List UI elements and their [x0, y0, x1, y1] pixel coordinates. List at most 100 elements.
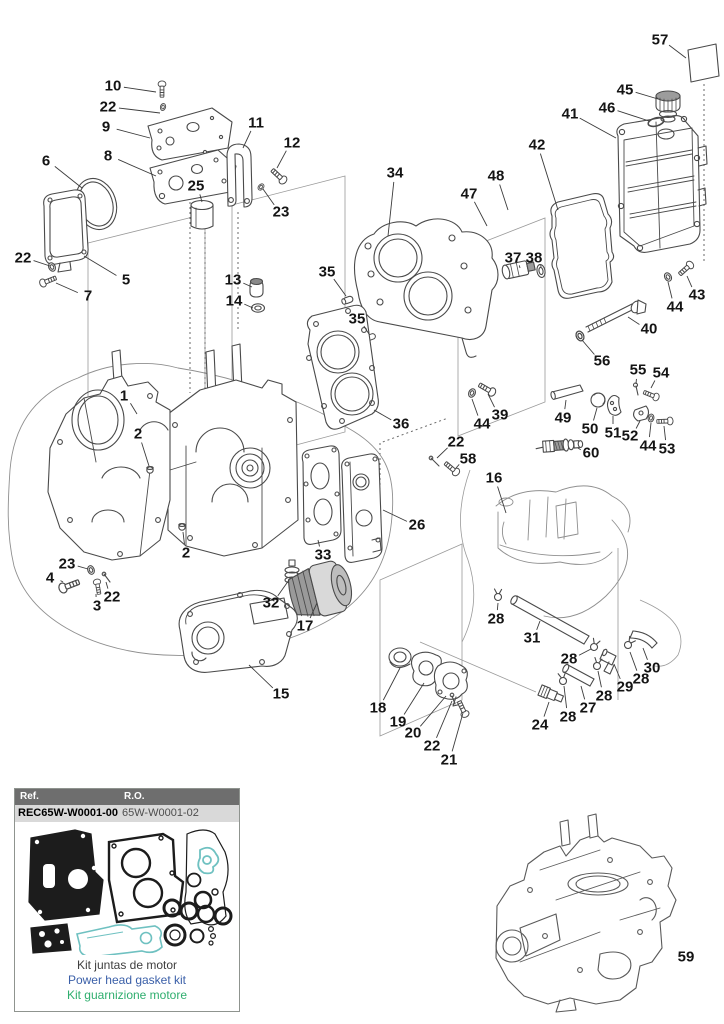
part-crankcase-half-1 [47, 349, 171, 561]
part-label-sticker-57 [687, 43, 720, 83]
part-number-16: 16 [486, 470, 503, 487]
part-number-28: 28 [596, 688, 613, 705]
callout-leader-34 [387, 181, 395, 237]
part-number-2: 2 [134, 426, 142, 443]
callout-leader-2 [182, 531, 185, 545]
part-clamp-28-e [557, 671, 568, 686]
part-number-28: 28 [488, 611, 505, 628]
part-number-40: 40 [641, 321, 658, 338]
kit-oring-set [162, 898, 233, 947]
part-number-28: 28 [560, 709, 577, 726]
kit-table-header: Ref. R.O. [15, 789, 239, 805]
callout-leader-27 [580, 685, 586, 700]
part-bolt-39 [476, 380, 498, 399]
part-number-10: 10 [105, 78, 122, 95]
part-valve-cover-41 [616, 115, 708, 253]
callout-leader-22 [436, 447, 448, 459]
part-number-51: 51 [605, 425, 622, 442]
part-number-1: 1 [120, 388, 128, 405]
callout-leader-53 [663, 425, 667, 441]
part-number-37: 37 [505, 250, 522, 267]
dotted-alignment-lines [189, 84, 705, 495]
part-number-15: 15 [273, 686, 290, 703]
kit-caption-italian: Kit guarnizione motore [66, 988, 188, 1002]
callout-leader-8 [117, 159, 157, 177]
part-number-44: 44 [667, 299, 684, 316]
part-number-14: 14 [226, 293, 243, 310]
part-number-54: 54 [653, 365, 670, 382]
callout-leader-35 [363, 325, 370, 335]
part-dowel-2-upper [146, 466, 154, 474]
callout-leader-29 [613, 663, 621, 680]
callout-leader-31 [536, 620, 541, 631]
callout-leader-7 [55, 282, 78, 294]
part-number-60: 60 [583, 445, 600, 462]
part-hose-31 [510, 595, 590, 645]
callout-leader-44 [471, 398, 479, 416]
part-number-48: 48 [488, 168, 505, 185]
callout-leader-16 [497, 486, 507, 514]
part-number-22: 22 [15, 250, 32, 267]
callout-leader-6 [54, 166, 83, 189]
part-number-5: 5 [122, 272, 130, 289]
part-number-17: 17 [297, 618, 314, 635]
callout-leader-50 [593, 407, 598, 421]
callout-leader-40 [627, 316, 640, 325]
part-bolt-3 [92, 578, 104, 596]
part-seal-38 [536, 264, 546, 278]
callout-leader-28 [597, 670, 602, 688]
callout-leader-23 [262, 188, 275, 206]
callout-leader-26 [382, 509, 408, 522]
callout-leader-30 [642, 647, 648, 660]
part-number-58: 58 [460, 451, 477, 468]
part-head-gasket-36 [306, 304, 379, 430]
part-number-8: 8 [104, 148, 112, 165]
callout-leader-47 [473, 201, 488, 227]
part-pin-22-bottom [449, 692, 456, 705]
part-number-31: 31 [524, 630, 541, 647]
callout-leader-28 [578, 648, 592, 656]
callout-leader-46 [617, 110, 650, 122]
part-spark-plug-60 [535, 438, 584, 453]
part-number-56: 56 [594, 353, 611, 370]
part-number-22: 22 [448, 434, 465, 451]
kit-small-plate-black [30, 923, 72, 954]
part-cylinder-head-34 [354, 218, 499, 358]
part-bolt-12 [268, 166, 290, 187]
part-bolt-4 [56, 576, 82, 595]
part-number-26: 26 [409, 517, 426, 534]
part-bolt-10 [157, 80, 167, 98]
part-bracket-sketch-16 [495, 485, 631, 619]
callout-leader-22 [105, 581, 109, 589]
callout-leader-56 [581, 339, 595, 355]
part-washer-22-top [159, 102, 167, 112]
part-number-55: 55 [630, 362, 647, 379]
part-pin-22-center [428, 455, 440, 467]
part-cover-gasket-42 [549, 193, 615, 299]
part-number-50: 50 [582, 421, 599, 438]
part-bolt-21 [454, 699, 471, 720]
part-number-13: 13 [225, 272, 242, 289]
callout-leader-28 [563, 685, 568, 709]
part-number-21: 21 [441, 752, 458, 769]
callout-leader-39 [487, 393, 495, 408]
part-number-3: 3 [93, 598, 101, 615]
part-cover-5 [43, 189, 89, 273]
part-number-57: 57 [652, 32, 669, 49]
gasket-kit-panel: Ref. R.O. REC65W-W0001-00 65W-W0001-02 [14, 788, 240, 1012]
kit-head-gasket [107, 832, 185, 924]
part-number-2: 2 [182, 545, 190, 562]
kit-captions: Kit juntas de motor Power head gasket ki… [15, 955, 239, 1003]
part-bracket-11 [226, 143, 253, 208]
part-washer-44-top [662, 271, 674, 283]
callout-leader-22 [436, 700, 453, 738]
part-number-44: 44 [640, 438, 657, 455]
part-number-46: 46 [599, 100, 616, 117]
part-oil-filter-17 [287, 560, 353, 617]
part-bottom-cover-15 [178, 589, 298, 673]
part-number-28: 28 [633, 671, 650, 688]
part-number-45: 45 [617, 82, 634, 99]
part-number-33: 33 [315, 547, 332, 564]
callout-leader-35 [333, 278, 347, 297]
